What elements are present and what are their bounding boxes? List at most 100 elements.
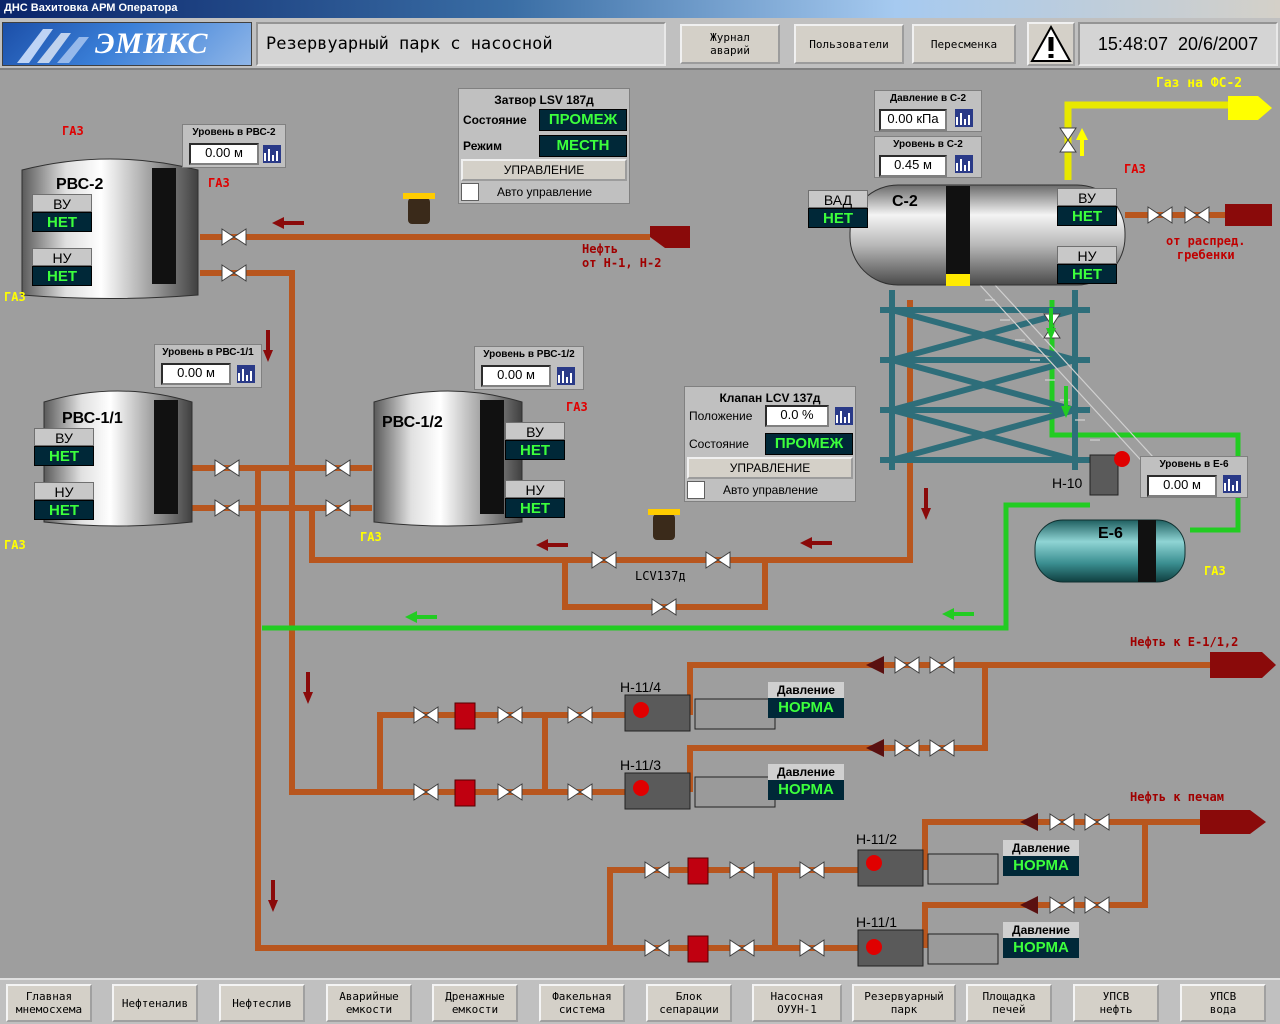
nav-flare-system[interactable]: Факельная система — [539, 984, 625, 1022]
nav-emergency-tanks[interactable]: Аварийные емкости — [326, 984, 412, 1022]
rvs12-level-title: Уровень в РВС-1/2 — [483, 349, 575, 360]
rvs11-vu: ВУ НЕТ — [34, 428, 94, 466]
shift-change-button[interactable]: Пересменка — [912, 24, 1016, 64]
separator-s2-label: С-2 — [892, 193, 918, 210]
s2-vu: ВУ НЕТ — [1057, 188, 1117, 226]
s2-pressure-panel[interactable]: Давление в С-2 0.00 кПа — [874, 90, 982, 132]
oil-to-e-label: Нефть к Е-1/1,2 — [1130, 635, 1239, 649]
logo-mark-icon — [17, 29, 89, 63]
window-titlebar: ДНС Вахитовка АРМ Оператора — [0, 0, 1280, 18]
rvs11-level-value: 0.00 м — [161, 363, 231, 385]
nav-main-scheme[interactable]: Главная мнемосхема — [6, 984, 92, 1022]
rvs11-nu-label: НУ — [34, 482, 94, 500]
check-valves — [866, 656, 1038, 914]
rvs2-vu: ВУ НЕТ — [32, 194, 92, 232]
lsv187-auto-checkbox[interactable] — [461, 183, 479, 201]
e6-level-value: 0.00 м — [1147, 475, 1217, 497]
rvs11-vu-value: НЕТ — [34, 446, 94, 466]
separator-ladder — [979, 284, 1166, 471]
clock: 15:48:07 20/6/2007 — [1078, 22, 1278, 66]
lcv137-tag: LCV137д — [635, 569, 686, 583]
lsv187-panel: Затвор LSV 187д Состояние ПРОМЕЖ Режим М… — [458, 88, 630, 204]
rvs2-label: РВС-2 — [56, 176, 104, 193]
trend-icon[interactable] — [835, 407, 853, 425]
lsv187-state-label: Состояние — [463, 113, 527, 127]
rvs12-vu-value: НЕТ — [505, 440, 565, 460]
lcv137-auto-label: Авто управление — [723, 483, 819, 497]
lcv137-auto-checkbox[interactable] — [687, 481, 705, 499]
rvs2-level-panel[interactable]: Уровень в РВС-2 0.00 м — [182, 124, 286, 168]
trend-icon[interactable] — [1223, 475, 1241, 493]
gas-flow-arrow — [1076, 128, 1088, 156]
rvs12-nu-value: НЕТ — [505, 498, 565, 518]
nav-upsv-oil[interactable]: УПСВ нефть — [1073, 984, 1159, 1022]
valve-actuators — [403, 193, 680, 540]
s2-vad-value: НЕТ — [808, 208, 868, 228]
oil-inlet-marker — [650, 226, 690, 248]
rvs2-vu-value: НЕТ — [32, 212, 92, 232]
alarm-button[interactable] — [1027, 22, 1075, 66]
e6-level-panel[interactable]: Уровень в Е-6 0.00 м — [1140, 456, 1248, 498]
nav-oil-loading[interactable]: Нефтеналив — [112, 984, 198, 1022]
nav-tank-farm[interactable]: Резервуарный парк — [852, 984, 956, 1022]
gas-label-rvs12-bottom: ГАЗ — [360, 530, 382, 544]
rvs12-nu-label: НУ — [505, 480, 565, 498]
gas-label-rvs12-right: ГАЗ — [566, 400, 588, 414]
users-button[interactable]: Пользователи — [794, 24, 904, 64]
s2-pressure-value: 0.00 кПа — [879, 109, 947, 131]
nav-pump-station[interactable]: Насосная ОУУН-1 — [752, 984, 842, 1022]
lsv187-state-value: ПРОМЕЖ — [539, 109, 627, 131]
rvs2-vu-label: ВУ — [32, 194, 92, 212]
pipe-network — [21, 96, 1276, 967]
trend-icon[interactable] — [955, 155, 973, 173]
trend-icon[interactable] — [263, 145, 281, 163]
rvs11-level-panel[interactable]: Уровень в РВС-1/1 0.00 м — [154, 344, 262, 388]
rvs12-level-panel[interactable]: Уровень в РВС-1/2 0.00 м — [474, 346, 584, 390]
gas-to-fs2-label: Газ на ФС-2 — [1156, 76, 1243, 91]
pump-h10-label: Н-10 — [1052, 475, 1083, 491]
nav-drain-tanks[interactable]: Дренажные емкости — [432, 984, 518, 1022]
s2-vu-value: НЕТ — [1057, 206, 1117, 226]
filters — [454, 702, 709, 963]
s2-nu: НУ НЕТ — [1057, 246, 1117, 284]
rvs12-nu: НУ НЕТ — [505, 480, 565, 518]
water-flow-arrows — [405, 308, 1071, 623]
nav-furnace-site[interactable]: Площадка печей — [966, 984, 1052, 1022]
footer-nav: Главная мнемосхема Нефтеналив Нефтеслив … — [0, 978, 1280, 1024]
pump-h11-2-pressure: Давление НОРМА — [1003, 840, 1079, 876]
nav-separation-block[interactable]: Блок сепарации — [646, 984, 732, 1022]
rvs2-level-value: 0.00 м — [189, 143, 259, 165]
lcv137-control-button[interactable]: УПРАВЛЕНИЕ — [687, 457, 853, 479]
comb-inlet-marker — [1225, 204, 1272, 226]
rvs11-label: РВС-1/1 — [62, 410, 123, 427]
s2-level-title: Уровень в С-2 — [893, 139, 963, 150]
lcv137-pos-label: Положение — [689, 409, 753, 423]
rvs12-vu-label: ВУ — [505, 422, 565, 440]
rvs11-nu: НУ НЕТ — [34, 482, 94, 520]
s2-vu-label: ВУ — [1057, 188, 1117, 206]
s2-level-panel[interactable]: Уровень в С-2 0.45 м — [874, 136, 982, 178]
trend-icon[interactable] — [237, 365, 255, 383]
pump-h11-3-pressure-title: Давление — [768, 764, 844, 780]
tank-rvs12 — [373, 390, 523, 527]
rvs2-nu-label: НУ — [32, 248, 92, 266]
from-comb-label: от распред. гребенки — [1166, 234, 1246, 262]
nav-oil-unloading[interactable]: Нефтеслив — [219, 984, 305, 1022]
trend-icon[interactable] — [557, 367, 575, 385]
header: ЭМИКС Резервуарный парк с насосной Журна… — [0, 18, 1280, 70]
pump-h11-3-label: Н-11/3 — [620, 757, 661, 773]
clock-time: 15:48:07 — [1097, 34, 1168, 54]
oil-outlet-furnace-marker — [1200, 810, 1266, 834]
pump-h11-4-pressure-title: Давление — [768, 682, 844, 698]
warning-icon — [1030, 24, 1072, 62]
e6-level-title: Уровень в Е-6 — [1159, 459, 1229, 470]
nav-upsv-water[interactable]: УПСВ вода — [1180, 984, 1266, 1022]
lsv187-control-button[interactable]: УПРАВЛЕНИЕ — [461, 159, 627, 181]
oil-outlet-e-marker — [1210, 652, 1276, 678]
trend-icon[interactable] — [955, 109, 973, 127]
separator-s2 — [849, 184, 1126, 286]
oil-from-h1h2-label: Нефть от Н-1, Н-2 — [582, 242, 662, 270]
rvs11-nu-value: НЕТ — [34, 500, 94, 520]
gas-label-e6: ГАЗ — [1204, 564, 1226, 578]
alarm-log-button[interactable]: Журнал аварий — [680, 24, 780, 64]
